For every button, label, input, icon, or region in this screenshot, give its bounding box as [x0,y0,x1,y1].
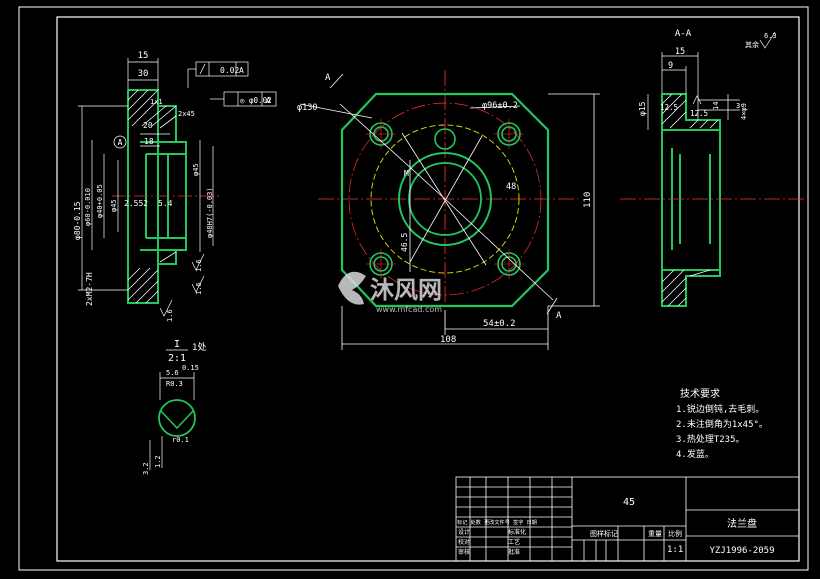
title-process: 工艺 [508,538,520,546]
dim-chamfer: 1x1 [150,98,163,106]
watermark-logo-icon [338,271,366,305]
title-weight: 重量 [648,530,662,538]
watermark: 沐风网 www.mfcad.com [338,271,442,314]
title-check: 校对 [458,538,470,546]
dim-sec-14: 14 [712,102,720,110]
watermark-brand: 沐风网 [370,276,442,304]
dim-sec-9: 9 [668,61,673,71]
tech-title: 技术要求 [680,387,720,400]
tech-item-3: 3.热处理T235。 [676,433,745,445]
detail-view: I 2:1 1处 5.6 0.15 R0.3 r0.1 3.2 1.2 [142,339,206,475]
dim-45: φ45 [192,163,200,176]
detail-32: 3.2 [142,462,150,475]
dim-54: 5.4 [158,199,173,208]
dim-108: 108 [440,335,456,345]
dim-110: 110 [583,192,593,208]
dim-sec-3: 3 [736,102,740,110]
concentricity-value: ◎ φ0.02 [240,96,272,105]
title-scale-value: 1:1 [667,545,683,555]
title-scale-label: 比例 [668,529,682,538]
dim-54: 54±0.2 [483,319,516,329]
dim-20: 20 [143,121,153,130]
dim-phi40: φ40+0.05 [96,184,104,218]
title-drawing-no: YZJ1996-2059 [709,546,774,556]
dim-sec-15: 15 [675,47,685,57]
rough-16b: 1.6 [195,282,203,295]
detail-r01: r0.1 [172,436,189,444]
dim-phi96: φ96±0.2 [482,101,518,111]
dim-m: M [404,169,409,178]
detail-56: 5.6 [166,369,179,377]
flatness-value: 0.02 [220,66,239,75]
rough-16a: 1.6 [195,259,203,272]
title-review: 审核 [458,548,470,556]
title-approve: 批准 [508,548,520,556]
tech-requirements: 技术要求 1.锐边倒钝,去毛刺。 2.未注倒角为1x45°。 3.热处理T235… [676,387,768,460]
rough-16c: 1.6 [166,309,174,322]
dim-465: 46.5 [400,233,409,252]
rough-note: 其余 [745,40,759,49]
watermark-url: www.mfcad.com [376,305,442,314]
outer-frame [18,6,809,571]
title-material: 45 [623,497,635,508]
datum-label: A [118,138,123,147]
inner-frame [56,16,800,562]
detail-r03: R0.3 [166,380,183,388]
tech-item-1: 1.锐边倒钝,去毛刺。 [676,403,764,415]
detail-015: 0.15 [182,364,199,372]
dim-phi48: φ48H7(-0.03) [206,187,214,238]
dim-phi80: φ80-0.15 [73,201,82,240]
dim-30: 30 [138,69,149,79]
dim-2x45: 2x45 [178,110,195,118]
dim-phi45: φ45 [110,199,118,212]
detail-scale: 2:1 [168,353,186,364]
section-mark-top: A [325,73,331,83]
section-view: A-A 其余 6.3 15 [620,29,808,307]
title-row1: 标记 处数 更改文件号 签字 日期 [457,518,537,526]
section-mark-bottom: A [556,311,562,321]
concentricity-ref: A [266,96,271,105]
tech-item-4: 4.发蓝。 [676,448,714,460]
left-view: A 30 15 0.02 A ◎ φ0.02 A 1x1 2x45 20 18 … [73,51,277,322]
rough-value: 6.3 [764,32,777,40]
dim-phi60: φ60-0.010 [84,188,92,226]
dim-2552: 2.552 [124,199,148,208]
dim-sec-125a: 12.5 [660,103,678,112]
section-title: A-A [675,29,692,39]
dim-18: 18 [144,137,154,146]
detail-12: 1.2 [154,455,162,468]
dim-sec-125b: 12.5 [690,109,708,118]
title-std: 标准化 [508,528,526,536]
flatness-ref: A [239,66,244,75]
title-design: 设计 [458,528,470,536]
dim-phi130: φ130 [297,103,317,113]
dim-48: 48 [506,182,516,192]
title-block: 45 法兰盘 YZJ1996-2059 图样标记 重量 比例 1:1 标记 处数… [455,476,800,562]
dim-m2: 2xM2-7H [85,272,94,306]
detail-count: 1处 [192,341,206,353]
front-view: A A φ130 φ96±0.2 48 M 46.5 110 54±0.2 10… [297,70,600,350]
dim-15: 15 [138,51,149,61]
dim-sec-chain: 4×φ9 [740,103,748,120]
dim-sec-phi15: φ15 [638,101,647,116]
title-part-name: 法兰盘 [727,517,757,530]
title-stage: 图样标记 [590,529,618,538]
tech-item-2: 2.未注倒角为1x45°。 [676,418,768,430]
detail-roman: I [174,339,180,350]
